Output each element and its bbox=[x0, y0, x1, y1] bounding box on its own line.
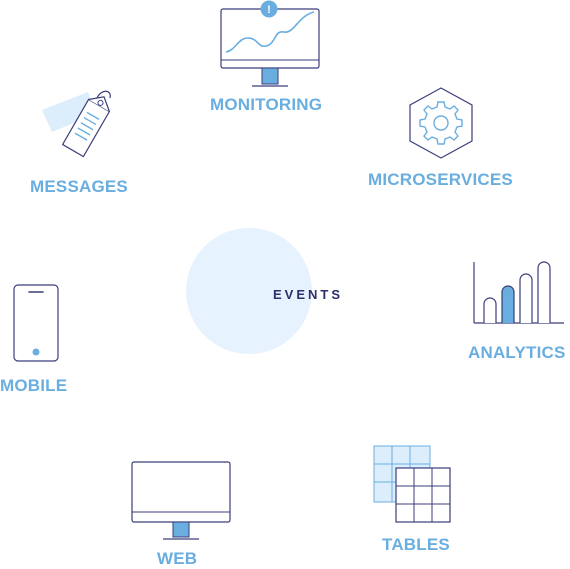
mobile-label: MOBILE bbox=[0, 376, 68, 395]
analytics-label: ANALYTICS bbox=[468, 343, 566, 362]
events-hub-circle bbox=[186, 228, 312, 354]
table-grid-icon bbox=[373, 445, 451, 523]
bar-chart-icon bbox=[473, 261, 564, 324]
monitor-alert-icon: ! bbox=[220, 0, 320, 87]
smartphone-icon bbox=[13, 284, 59, 362]
svg-text:!: ! bbox=[267, 4, 271, 16]
tag-icon bbox=[42, 90, 111, 158]
events-label: EVENTS bbox=[273, 287, 344, 302]
tables-label: TABLES bbox=[382, 535, 450, 554]
microservices-label: MICROSERVICES bbox=[368, 170, 513, 189]
desktop-monitor-icon bbox=[131, 461, 231, 540]
monitoring-label: MONITORING bbox=[210, 95, 323, 114]
messages-label: MESSAGES bbox=[30, 177, 128, 196]
hexagon-gear-icon bbox=[409, 87, 473, 159]
web-label: WEB bbox=[157, 549, 198, 568]
